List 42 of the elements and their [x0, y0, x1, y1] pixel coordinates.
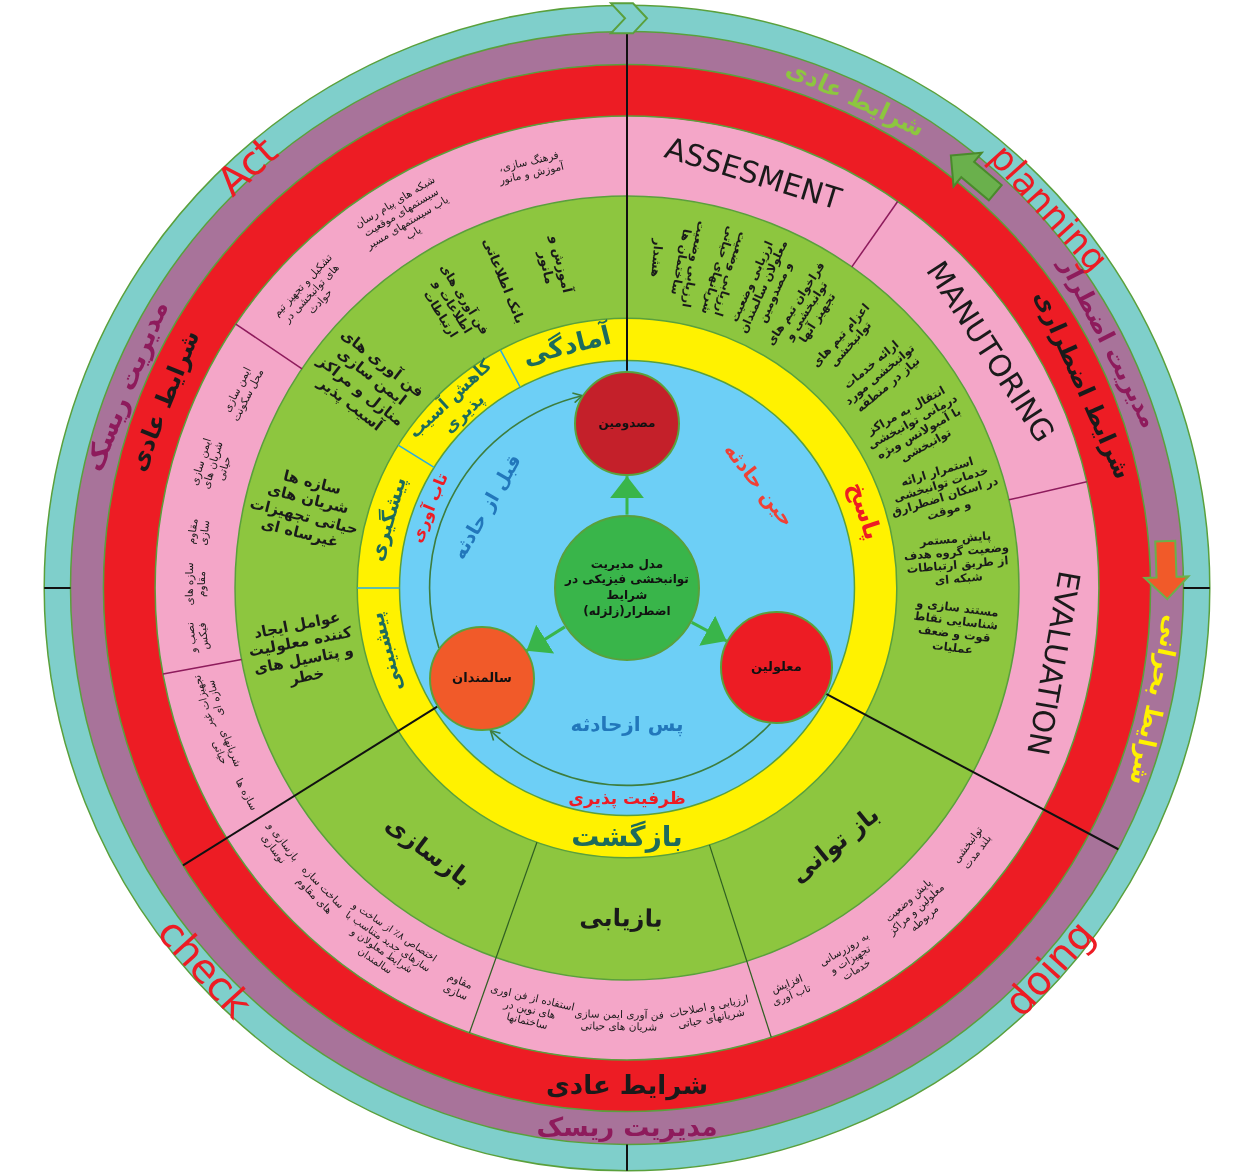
arrow — [691, 615, 728, 646]
cycle-label: Act — [207, 127, 287, 205]
arrow — [489, 722, 772, 787]
stage-label: پس ازحادثه — [570, 712, 684, 736]
phase-label: پیشبینی — [364, 610, 408, 695]
sector-text: عوامل ایجاد کننده معلولیت و پتاسیل های خطر — [246, 606, 357, 691]
stage-label: قبل از حادثه — [448, 451, 526, 564]
arrow — [429, 392, 584, 649]
sector-text: پایش مستمر وضعیت گروه هدف از طریق ارتباطات شبکه ای — [901, 527, 1011, 590]
sector-text: آموزش و مانور — [534, 232, 577, 296]
sector-text: شبکه های پیام رسان سیستمهای موقعیت یاب سیستمهای مسیر یاب — [351, 172, 452, 254]
sector-text: فن آوری ایمن سازی شریان های حیاتی — [574, 1007, 665, 1034]
phase-label: پیشگیری — [364, 474, 411, 565]
sector-text: سازه ها — [232, 775, 262, 815]
sector-text: مقاوم سازی — [440, 968, 476, 1004]
sector-text: سازه های مقاوم — [182, 561, 207, 608]
arrow — [525, 624, 566, 654]
sector-heading: بازسازی — [379, 811, 477, 894]
sector-text: سازه ها شریان های حیاتی تجهیزات غیرساه ای — [247, 465, 361, 553]
ring-label: شرایط عادی — [781, 54, 929, 143]
sector-heading: بازیابی — [579, 904, 664, 934]
phase-label: بازگشت — [571, 821, 683, 854]
sector-text: نصب و فیکس — [182, 620, 212, 656]
ring-label: شرایط عادی — [546, 1071, 708, 1102]
sector-text: هشدار — [647, 237, 667, 281]
sector-text: ایمن سازی محل سکونت — [218, 363, 267, 425]
stage-label: حین حادثه — [719, 438, 799, 532]
sector-text: به روزرسانی تجهیزات و خدمات — [815, 927, 874, 984]
ring-label: شرایط بحرانی — [1123, 612, 1187, 788]
sector-text: توانبخشی بلند مدت — [948, 823, 995, 874]
sector-text: مقاوم سازی — [183, 516, 213, 548]
ring-label: مدیریت ریسک — [536, 1112, 718, 1143]
stage-label: ظرفیت پذیری — [568, 788, 686, 809]
sector-text: استفاده از فن اوری های نوین در ساختمانها — [488, 981, 576, 1034]
sector-text: تشکیل و تجهیز تیم های توانبخشی در حوادث — [268, 250, 342, 327]
sector-text: ارزیابی و اصلاحات شریانهای حیاتی — [666, 992, 750, 1033]
sector-text: افزایش تاب آوری — [768, 970, 814, 1010]
sector-text: ایمن سازی شریان های حیاتی — [187, 435, 235, 493]
sector-text: فرهنگ سازی، آموزش و مانور — [496, 147, 566, 188]
sector-text: مستند سازی و شناسایی نقاط قوت و ضعف عملیات — [912, 595, 1001, 659]
phase-label: پاسخ — [841, 478, 887, 544]
arrow — [610, 476, 644, 515]
